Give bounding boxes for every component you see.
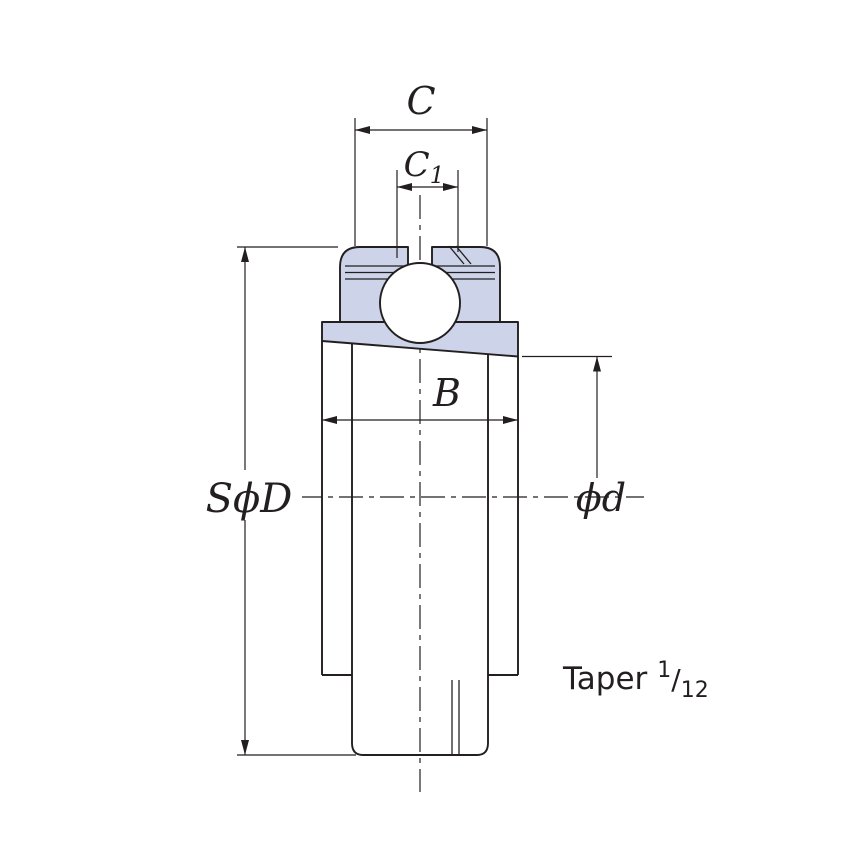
shaft-corner-left xyxy=(351,742,364,756)
dim-sd-label-backplate xyxy=(196,470,302,520)
dim-c1-arrow-right xyxy=(443,183,458,191)
dimension-c: C xyxy=(354,79,488,246)
dim-d-label: ϕd xyxy=(576,476,626,520)
dim-c1-arrow-left xyxy=(397,183,412,191)
dim-c-arrow-right xyxy=(472,126,487,134)
dimension-s-phi-d: SϕD xyxy=(196,246,356,756)
bearing-section xyxy=(321,245,519,756)
shaft-corner-right xyxy=(476,742,489,756)
dim-d-arrow-top xyxy=(593,356,601,372)
dimension-b: B xyxy=(322,371,518,424)
dimension-c1: C1 xyxy=(396,145,459,258)
dim-c1-label: C1 xyxy=(404,145,445,189)
dim-sd-arrow-bottom xyxy=(241,740,249,755)
ball xyxy=(379,262,461,344)
dim-b-label: B xyxy=(432,371,461,415)
dim-sd-arrow-top xyxy=(241,247,249,262)
dim-b-arrow-right xyxy=(503,416,518,424)
dim-c-arrow-left xyxy=(355,126,370,134)
lock-slot-line-left xyxy=(448,245,465,265)
dim-c-label: C xyxy=(406,79,435,123)
dimension-phi-d: ϕd xyxy=(522,355,626,520)
dim-sd-label: SϕD xyxy=(206,476,293,522)
dim-b-arrow-left xyxy=(322,416,337,424)
